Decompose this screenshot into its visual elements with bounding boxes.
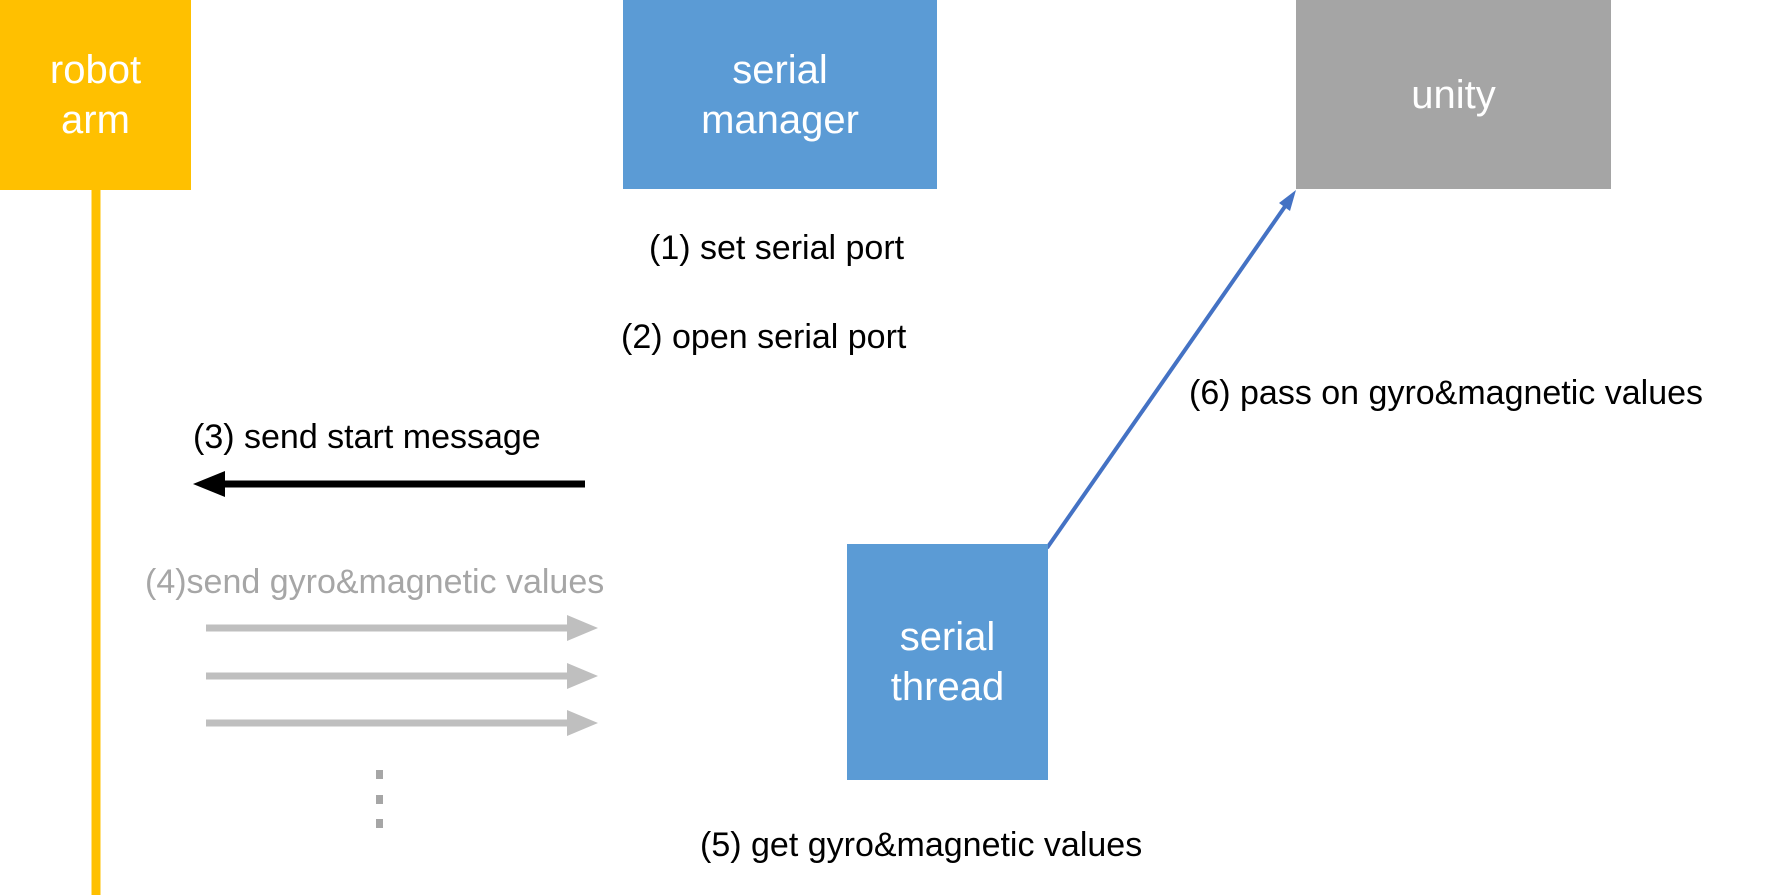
serial-manager-box: serial manager — [623, 0, 937, 189]
unity-box: unity — [1296, 0, 1611, 189]
robot-arm-label: robot arm — [49, 48, 142, 142]
step-5-label: (5) get gyro&magnetic values — [700, 826, 1143, 864]
pass-values-arrow — [1045, 190, 1296, 550]
serial-thread-label: serial thread — [890, 615, 1005, 709]
serial-thread-box: serial thread — [847, 544, 1048, 780]
gyro-values-arrow-1 — [206, 615, 598, 641]
step-1-label: (1) set serial port — [649, 229, 905, 267]
gyro-values-arrow-2 — [206, 663, 598, 689]
step-4-label: (4)send gyro&magnetic values — [145, 563, 605, 601]
step-2-label: (2) open serial port — [621, 318, 907, 356]
gyro-values-arrow-3 — [206, 710, 598, 736]
serial-manager-label: serial manager — [701, 47, 859, 142]
step-6-label: (6) pass on gyro&magnetic values — [1189, 374, 1704, 412]
robot-arm-box: robot arm — [0, 0, 191, 190]
continuation-dots — [376, 770, 383, 828]
start-message-arrow — [193, 471, 585, 497]
unity-label: unity — [1411, 72, 1496, 117]
step-3-label: (3) send start message — [193, 418, 541, 456]
